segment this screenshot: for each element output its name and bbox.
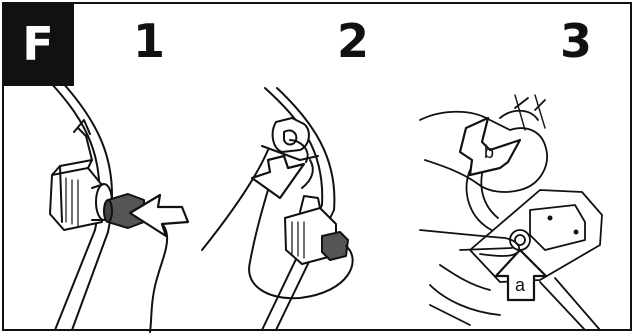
callout-b: b [484,142,494,162]
pull-arrow-2 [252,156,304,198]
panel-2-strain-relief [202,88,353,330]
callout-a: a [515,275,526,295]
panel-1-connect-plug [50,82,188,332]
plug-2 [322,232,348,260]
mower-shaft [540,278,600,330]
panel-3-press-start [420,95,602,330]
